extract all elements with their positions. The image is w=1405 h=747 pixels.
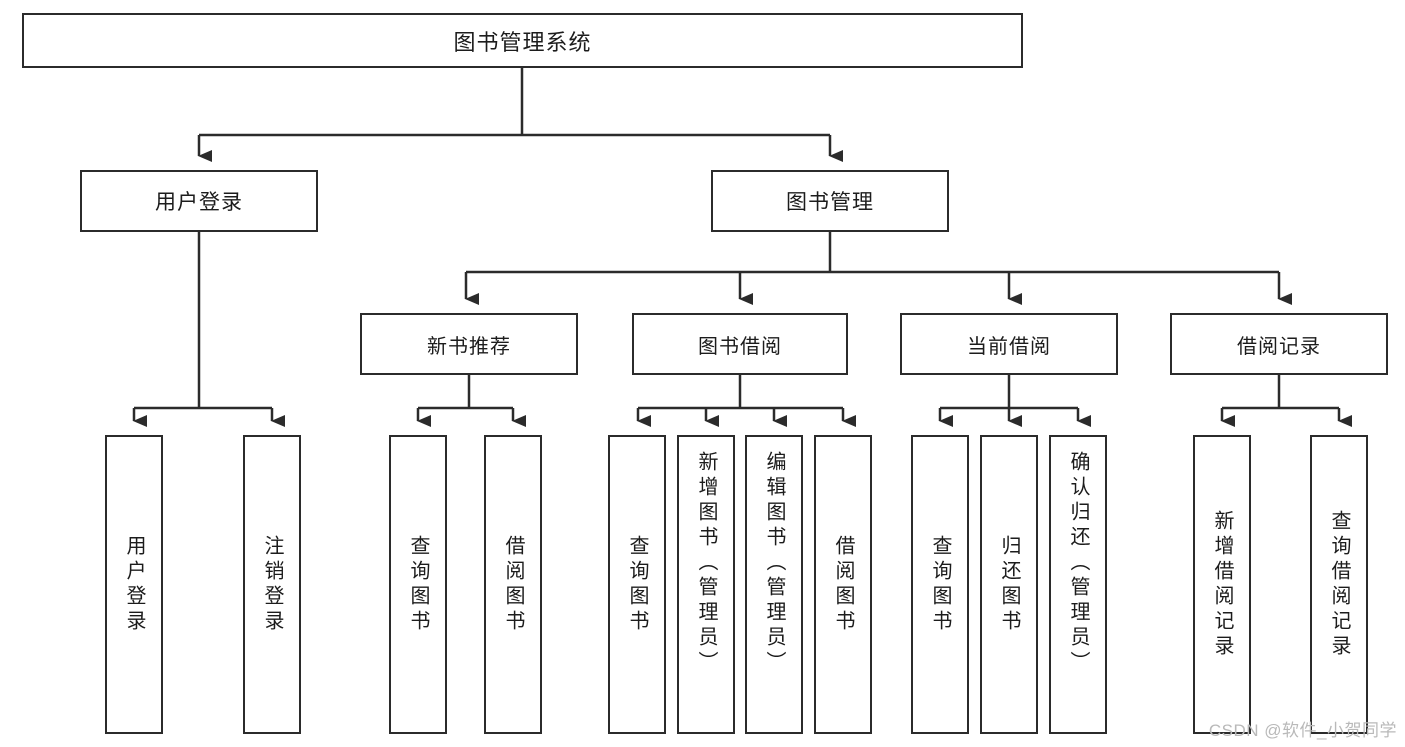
node-label: 图书管理系统	[453, 29, 592, 55]
node-label: 新增图书（管理员）	[695, 451, 717, 676]
node-label: 图书借阅	[698, 335, 782, 358]
node-borrow-record[interactable]: 借阅记录	[1170, 313, 1388, 375]
node-leaf-return-book[interactable]: 归还图书	[980, 435, 1038, 734]
node-leaf-add-record[interactable]: 新增借阅记录	[1193, 435, 1251, 734]
node-leaf-query-book-3[interactable]: 查询图书	[911, 435, 969, 734]
node-leaf-add-book[interactable]: 新增图书（管理员）	[677, 435, 735, 734]
node-label: 编辑图书（管理员）	[763, 451, 785, 676]
node-book-borrow[interactable]: 图书借阅	[632, 313, 848, 375]
node-label: 借阅图书	[832, 534, 854, 635]
node-label: 确认归还（管理员）	[1067, 451, 1089, 676]
node-new-book-rec[interactable]: 新书推荐	[360, 313, 578, 375]
node-user-login[interactable]: 用户登录	[80, 170, 318, 232]
node-label: 新增借阅记录	[1211, 509, 1233, 660]
node-leaf-query-book-2[interactable]: 查询图书	[608, 435, 666, 734]
node-leaf-query-book-1[interactable]: 查询图书	[389, 435, 447, 734]
node-label: 查询图书	[929, 534, 951, 635]
node-root-system[interactable]: 图书管理系统	[22, 13, 1023, 68]
node-label: 用户登录	[123, 534, 145, 635]
node-label: 查询借阅记录	[1328, 509, 1350, 660]
node-label: 借阅图书	[502, 534, 524, 635]
node-current-borrow[interactable]: 当前借阅	[900, 313, 1118, 375]
node-label: 用户登录	[155, 191, 243, 214]
node-leaf-borrow-book-1[interactable]: 借阅图书	[484, 435, 542, 734]
node-label: 新书推荐	[427, 335, 511, 358]
csdn-watermark: CSDN @软件_小贺同学	[1208, 721, 1397, 740]
node-label: 注销登录	[261, 534, 283, 635]
node-leaf-confirm-return[interactable]: 确认归还（管理员）	[1049, 435, 1107, 734]
node-leaf-user-login[interactable]: 用户登录	[105, 435, 163, 734]
node-leaf-edit-book[interactable]: 编辑图书（管理员）	[745, 435, 803, 734]
node-leaf-logout-login[interactable]: 注销登录	[243, 435, 301, 734]
node-book-manage[interactable]: 图书管理	[711, 170, 949, 232]
node-label: 借阅记录	[1237, 335, 1321, 358]
node-label: 查询图书	[626, 534, 648, 635]
node-leaf-query-record[interactable]: 查询借阅记录	[1310, 435, 1368, 734]
node-label: 查询图书	[407, 534, 429, 635]
node-label: 图书管理	[786, 191, 874, 214]
node-label: 当前借阅	[967, 335, 1051, 358]
node-label: 归还图书	[998, 534, 1020, 635]
node-leaf-borrow-book-2[interactable]: 借阅图书	[814, 435, 872, 734]
